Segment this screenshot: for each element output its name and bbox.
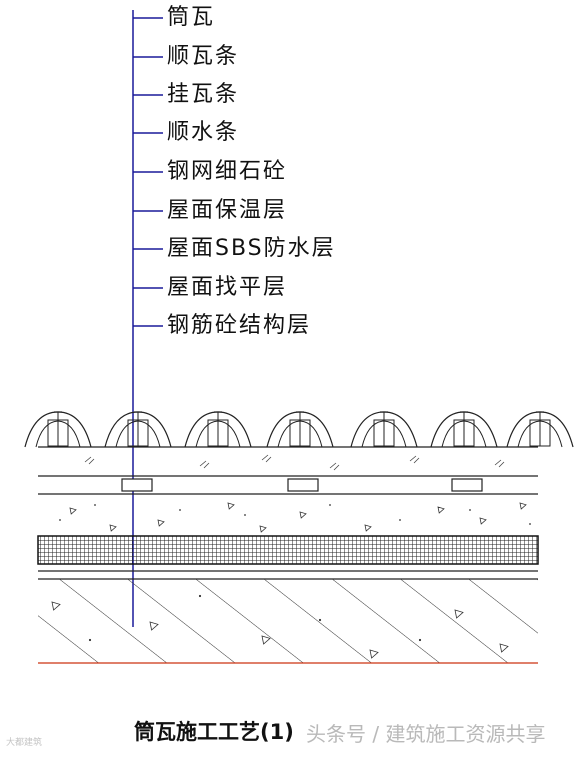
hatch-mark bbox=[199, 460, 207, 467]
label-structure: 钢筋砼结构层 bbox=[167, 313, 312, 338]
aggregate-dot bbox=[469, 509, 471, 511]
hatch-mark bbox=[203, 462, 210, 469]
label-tile-batten: 挂瓦条 bbox=[167, 82, 240, 107]
hatch-mark bbox=[409, 455, 417, 462]
label-tube-tile: 筒瓦 bbox=[167, 5, 216, 30]
structure-layer bbox=[38, 579, 538, 663]
tube-tile bbox=[266, 411, 334, 448]
aggregate-dot bbox=[529, 523, 531, 525]
aggregate-mark bbox=[149, 621, 159, 631]
aggregate-mark bbox=[519, 502, 527, 510]
aggregate-dot bbox=[418, 638, 422, 642]
aggregate-dot bbox=[179, 509, 181, 511]
watermark-text: 头条号 / 建筑施工资源共享 bbox=[306, 722, 546, 746]
aggregate-dot bbox=[244, 514, 246, 516]
hatch-mark bbox=[413, 457, 420, 464]
aggregate-dot bbox=[59, 519, 61, 521]
hatch-mark bbox=[333, 464, 340, 471]
aggregate-dot bbox=[198, 594, 202, 598]
aggregate-dot bbox=[329, 504, 331, 506]
tube-tiles bbox=[24, 411, 574, 448]
insulation-layer bbox=[37, 535, 539, 565]
tube-tile bbox=[350, 411, 418, 448]
aggregate-mark bbox=[261, 635, 271, 645]
aggregate-mark bbox=[69, 507, 77, 515]
tile-hatch-marks bbox=[84, 454, 505, 471]
aggregate-mark bbox=[157, 519, 165, 527]
tile-batten bbox=[121, 478, 153, 492]
aggregate-mark bbox=[299, 511, 307, 519]
aggregate-dot bbox=[399, 519, 401, 521]
hatch-mark bbox=[329, 462, 337, 469]
tube-tile bbox=[184, 411, 252, 448]
aggregate-mark bbox=[259, 525, 267, 533]
aggregate-mark bbox=[454, 609, 464, 619]
aggregate-mark bbox=[364, 524, 372, 532]
hatch-mark bbox=[265, 456, 272, 463]
structure-aggregate-marks bbox=[51, 594, 509, 659]
tube-tile bbox=[24, 411, 92, 448]
tile-batten bbox=[451, 478, 483, 492]
aggregate-mark bbox=[227, 502, 235, 510]
hatch-mark bbox=[261, 454, 269, 461]
figure-caption: 筒瓦施工工艺(1) bbox=[134, 720, 294, 744]
label-insulation: 屋面保温层 bbox=[167, 198, 288, 223]
aggregate-mark bbox=[479, 517, 487, 525]
label-leveling: 屋面找平层 bbox=[167, 275, 288, 300]
label-sbs-waterproof: 屋面SBS防水层 bbox=[167, 236, 336, 261]
tile-batten bbox=[287, 478, 319, 492]
aggregate-mark bbox=[499, 643, 509, 653]
hatch-mark bbox=[494, 459, 502, 466]
watermark-logo: 大都建筑 bbox=[6, 738, 43, 748]
aggregate-mark bbox=[369, 649, 379, 659]
hatch-mark bbox=[84, 456, 92, 463]
aggregate-mark bbox=[51, 601, 61, 611]
aggregate-mark bbox=[437, 506, 445, 514]
tube-tile bbox=[506, 411, 574, 448]
label-counter-batten: 顺瓦条 bbox=[167, 44, 240, 69]
concrete-layer-marks bbox=[59, 502, 531, 533]
hatch-mark bbox=[498, 461, 505, 468]
tube-tile bbox=[430, 411, 498, 448]
label-mesh-concrete: 钢网细石砼 bbox=[167, 159, 288, 184]
aggregate-mark bbox=[109, 524, 117, 532]
aggregate-dot bbox=[318, 618, 322, 622]
aggregate-dot bbox=[94, 504, 96, 506]
hatch-mark bbox=[88, 458, 95, 465]
aggregate-dot bbox=[88, 638, 92, 642]
label-water-batten: 顺水条 bbox=[167, 120, 240, 145]
tube-tile bbox=[104, 411, 172, 448]
